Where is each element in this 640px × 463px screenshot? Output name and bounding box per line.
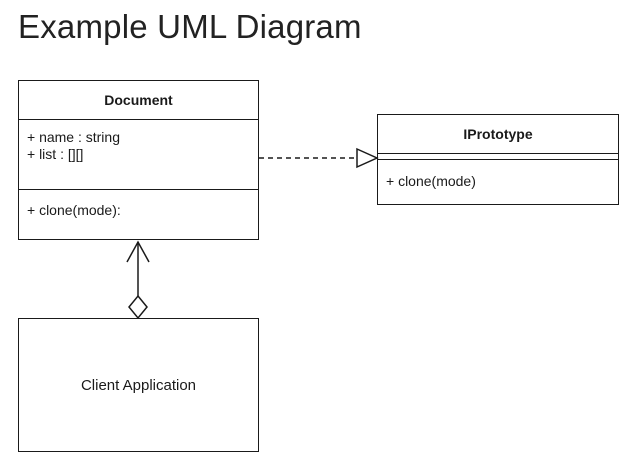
iprototype-class-name: IPrototype bbox=[463, 126, 533, 142]
realization-arrowhead bbox=[356, 147, 379, 169]
document-operation-clone: + clone(mode): bbox=[27, 202, 121, 218]
iprototype-interface-box[interactable]: IPrototype + clone(mode) bbox=[377, 114, 619, 205]
document-class-name: Document bbox=[104, 92, 173, 108]
iprototype-attributes-section bbox=[378, 153, 618, 159]
document-operations-section: + clone(mode): bbox=[19, 189, 258, 239]
client-application-box[interactable]: Client Application bbox=[18, 318, 259, 452]
aggregation-arrowhead bbox=[126, 240, 150, 263]
document-attribute-name: + name : string bbox=[27, 129, 120, 145]
page-title: Example UML Diagram bbox=[18, 8, 362, 45]
client-application-label: Client Application bbox=[80, 376, 197, 394]
aggregation-diamond bbox=[128, 294, 148, 320]
document-attributes-section: + name : string + list : [][] bbox=[19, 119, 258, 189]
iprototype-operation-clone: + clone(mode) bbox=[386, 173, 476, 189]
iprototype-operations-section: + clone(mode) bbox=[378, 159, 618, 204]
document-attribute-list: + list : [][] bbox=[27, 146, 84, 162]
document-class-box[interactable]: Document + name : string + list : [][] +… bbox=[18, 80, 259, 240]
